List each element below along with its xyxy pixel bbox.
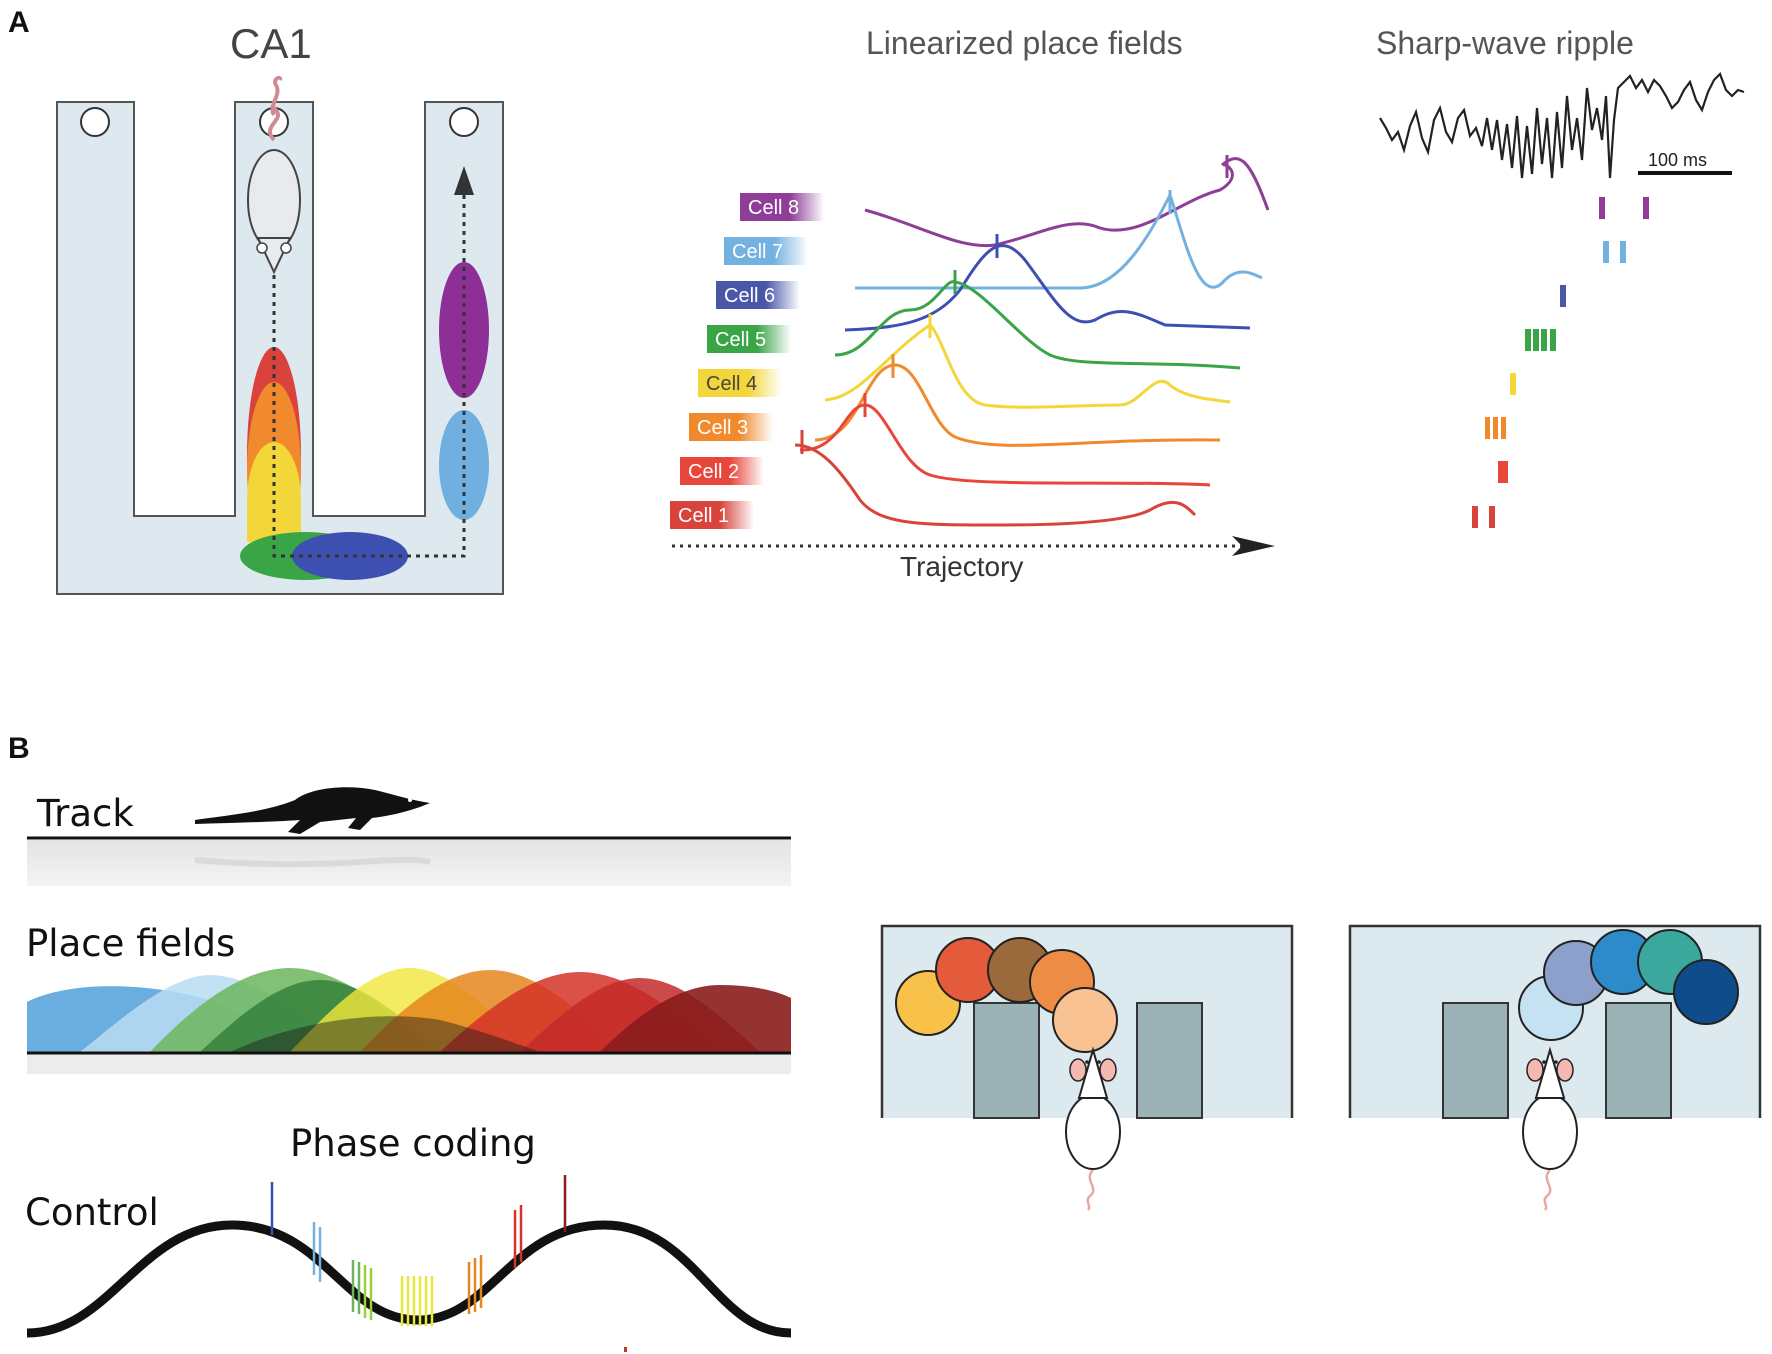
place-fields-title: Linearized place fields — [866, 25, 1183, 61]
ca1-label: CA1 — [230, 20, 312, 67]
curve-cell-4 — [824, 323, 1231, 409]
stray-mark — [624, 1347, 627, 1352]
cell-label-7: Cell 7 — [724, 237, 808, 265]
trajectory-label: Trajectory — [900, 551, 1023, 582]
svg-text:Cell 6: Cell 6 — [724, 285, 775, 307]
phase-coding-label: Phase coding — [290, 1122, 536, 1165]
ripple-trace — [1379, 72, 1745, 179]
maze-left-wall-1 — [973, 1002, 1040, 1119]
cell-label-5: Cell 5 — [707, 325, 791, 353]
curve-cell-7 — [855, 191, 1263, 290]
place-field-curves — [794, 157, 1270, 527]
trajectory-axis — [672, 536, 1275, 556]
hump-9 — [600, 985, 791, 1052]
maze-left-wall-2 — [1136, 1002, 1203, 1119]
maze-left-field-5 — [1052, 987, 1118, 1053]
scale-bar-label: 100 ms — [1648, 150, 1707, 170]
maze-right — [1348, 924, 1762, 1211]
mouse-icon — [1522, 1046, 1578, 1211]
spike-raster — [1472, 197, 1649, 528]
cell-label-6: Cell 6 — [716, 281, 800, 309]
svg-text:Cell 8: Cell 8 — [748, 197, 799, 219]
panel-a-letter: A — [8, 6, 30, 39]
maze-right-wall-1 — [1442, 1002, 1509, 1119]
place-field-humps — [27, 968, 791, 1052]
maze-right-wall-2 — [1605, 1002, 1672, 1119]
track-shadow — [27, 840, 791, 886]
cell-labels: Cell 8 Cell 7 Cell 6 Cell 5 Cell 4 Cell … — [670, 193, 824, 529]
field-cell-6 — [292, 532, 408, 580]
curve-cell-2 — [799, 403, 1211, 487]
place-fields-label: Place fields — [26, 922, 235, 965]
panel-b-letter: B — [8, 732, 30, 765]
cell-label-4: Cell 4 — [698, 369, 782, 397]
reward-well-right — [449, 107, 479, 137]
ripple-title: Sharp-wave ripple — [1376, 25, 1634, 61]
maze-arrow-head — [454, 166, 474, 195]
maze-left — [880, 924, 1294, 1211]
cell-label-1: Cell 1 — [670, 501, 754, 529]
hump-overlap-shade — [230, 1016, 540, 1052]
reward-well-left — [80, 107, 110, 137]
cell-label-3: Cell 3 — [689, 413, 773, 441]
svg-text:Cell 5: Cell 5 — [715, 329, 766, 351]
svg-text:Cell 1: Cell 1 — [678, 505, 729, 527]
curve-cell-6 — [844, 244, 1251, 332]
track-label: Track — [36, 792, 134, 835]
peak-ticks — [800, 155, 1229, 454]
control-label: Control — [25, 1191, 159, 1234]
svg-text:Cell 2: Cell 2 — [688, 461, 739, 483]
svg-text:Cell 7: Cell 7 — [732, 241, 783, 263]
svg-text:Cell 4: Cell 4 — [706, 373, 757, 395]
phase-spikes — [270, 1175, 567, 1326]
svg-text:Cell 3: Cell 3 — [697, 417, 748, 439]
place-fields-shadow — [27, 1054, 791, 1074]
rat-silhouette-icon — [194, 787, 431, 868]
maze-right-field-5 — [1673, 959, 1739, 1025]
cell-label-8: Cell 8 — [740, 193, 824, 221]
curve-cell-5 — [834, 280, 1241, 370]
curve-cell-8 — [864, 157, 1270, 248]
theta-oscillation — [26, 1220, 792, 1338]
curve-cell-3 — [814, 363, 1221, 447]
curve-cell-1 — [794, 443, 1197, 527]
mouse-icon — [1065, 1046, 1121, 1211]
rat-icon — [247, 75, 301, 275]
cell-label-2: Cell 2 — [680, 457, 764, 485]
